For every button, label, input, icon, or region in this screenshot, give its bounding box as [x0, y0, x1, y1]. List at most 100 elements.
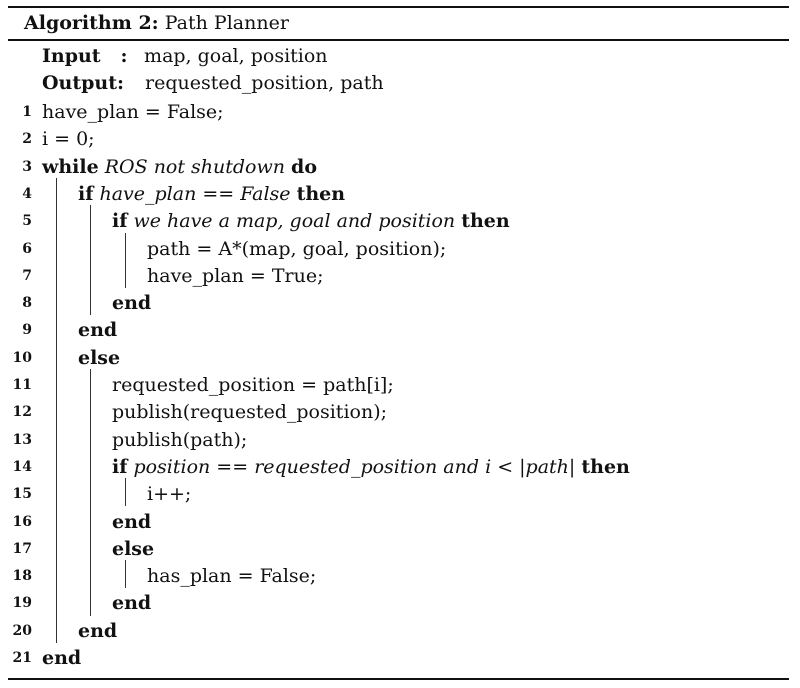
line-number: 20 — [12, 622, 32, 639]
keyword: end — [112, 510, 152, 533]
keyword: else — [78, 346, 121, 369]
algorithm-line: 2 i = 0; — [8, 126, 789, 153]
statement-text: publish(path); — [112, 428, 248, 451]
keyword: then — [461, 210, 510, 233]
algorithm-line: 9 end — [8, 317, 789, 344]
line-number: 3 — [22, 158, 32, 175]
statement-text: publish(requested_position); — [112, 401, 388, 424]
line-code: i = 0; — [42, 126, 95, 153]
algorithm-line: 11 requested_position = path[i]; — [8, 372, 789, 399]
line-code: end — [112, 290, 151, 317]
condition-text: have_plan == False — [99, 182, 291, 205]
line-code: if we have a map, goal and position then — [112, 208, 510, 235]
input-label: Input : — [42, 45, 128, 67]
algorithm-line: 12 publish(requested_position); — [8, 399, 789, 426]
line-number: 12 — [12, 404, 32, 421]
keyword: if — [78, 182, 94, 205]
top-rule — [8, 6, 789, 8]
line-number: 6 — [22, 240, 32, 257]
line-number: 17 — [12, 540, 32, 557]
keyword: end — [78, 619, 118, 642]
keyword: if — [112, 210, 128, 233]
algorithm-line: 7 have_plan = True; — [8, 263, 789, 290]
line-code: path = A*(map, goal, position); — [147, 236, 446, 263]
line-code: end — [112, 509, 151, 536]
condition-text: position == requested_position and i < |… — [133, 455, 576, 478]
bottom-rule — [8, 678, 789, 680]
line-code: requested_position = path[i]; — [112, 372, 394, 399]
line-number: 2 — [22, 131, 32, 148]
algorithm-line: 1 have_plan = False; — [8, 99, 789, 126]
keyword: while — [42, 155, 99, 178]
block-bar — [125, 478, 127, 507]
algorithm-line: 15 i++; — [8, 481, 789, 508]
block-bar — [125, 560, 127, 589]
algorithm-line: 20 end — [8, 618, 789, 645]
algorithm-line: 3 while ROS not shutdown do — [8, 154, 789, 181]
algorithm-line: 16 end — [8, 509, 789, 536]
line-number: 5 — [22, 213, 32, 230]
line-number: 15 — [12, 486, 32, 503]
line-number: 4 — [22, 185, 32, 202]
keyword: then — [581, 455, 630, 478]
line-code: end — [78, 618, 117, 645]
algorithm-line: 19 end — [8, 590, 789, 617]
line-number: 16 — [12, 513, 32, 530]
output-label: Output: — [42, 72, 125, 94]
line-number: 1 — [22, 104, 32, 120]
algorithm-line: 21 end — [8, 645, 789, 672]
algorithm-line: 17 else — [8, 536, 789, 563]
line-code: end — [78, 317, 117, 344]
line-number: 21 — [12, 650, 32, 666]
output-value: requested_position, path — [145, 72, 384, 94]
block-bar — [125, 232, 127, 289]
line-code: have_plan = False; — [42, 99, 224, 126]
output-line: Output: requested_position, path — [42, 71, 384, 95]
statement-text: have_plan = True; — [147, 264, 324, 287]
statement-text: path = A*(map, goal, position); — [147, 237, 447, 260]
line-number: 11 — [12, 377, 32, 393]
line-code: if have_plan == False then — [78, 181, 345, 208]
block-bar — [90, 205, 92, 316]
algorithm-line: 10 else — [8, 345, 789, 372]
line-number: 18 — [12, 568, 32, 585]
algorithm-line: 18 has_plan = False; — [8, 563, 789, 590]
algorithm-caption: Algorithm 2: Path Planner — [24, 11, 289, 35]
line-code: end — [42, 645, 81, 672]
line-code: else — [78, 345, 120, 372]
line-number: 19 — [12, 595, 32, 612]
statement-text: i++; — [147, 483, 192, 506]
line-number: 7 — [22, 267, 32, 284]
line-code: have_plan = True; — [147, 263, 323, 290]
line-number: 9 — [22, 322, 32, 339]
keyword: then — [296, 182, 346, 205]
condition-text: ROS not shutdown — [104, 155, 285, 178]
input-line: Input : map, goal, position — [42, 44, 328, 68]
algorithm-line: 4 if have_plan == False then — [8, 181, 789, 208]
keyword: end — [112, 292, 152, 315]
condition-text: we have a map, goal and position — [133, 210, 456, 233]
line-number: 10 — [12, 349, 32, 366]
line-code: else — [112, 536, 154, 563]
line-code: if position == requested_position and i … — [112, 454, 630, 481]
block-bar — [90, 369, 92, 616]
keyword: do — [291, 155, 318, 178]
statement-text: i = 0; — [42, 128, 95, 151]
keyword: if — [112, 455, 128, 478]
algorithm-line: 8 end — [8, 290, 789, 317]
statement-text: have_plan = False; — [42, 101, 224, 123]
caption-label: Algorithm 2: — [24, 12, 159, 34]
input-value: map, goal, position — [144, 45, 328, 67]
statement-text: has_plan = False; — [147, 565, 317, 588]
line-code: end — [112, 590, 151, 617]
line-number: 8 — [22, 295, 32, 312]
line-code: publish(path); — [112, 427, 247, 454]
line-code: has_plan = False; — [147, 563, 316, 590]
keyword: else — [112, 537, 155, 560]
line-code: publish(requested_position); — [112, 399, 387, 426]
keyword: end — [42, 647, 82, 669]
block-bar — [56, 177, 58, 643]
algorithm-line: 5 if we have a map, goal and position the… — [8, 208, 789, 235]
